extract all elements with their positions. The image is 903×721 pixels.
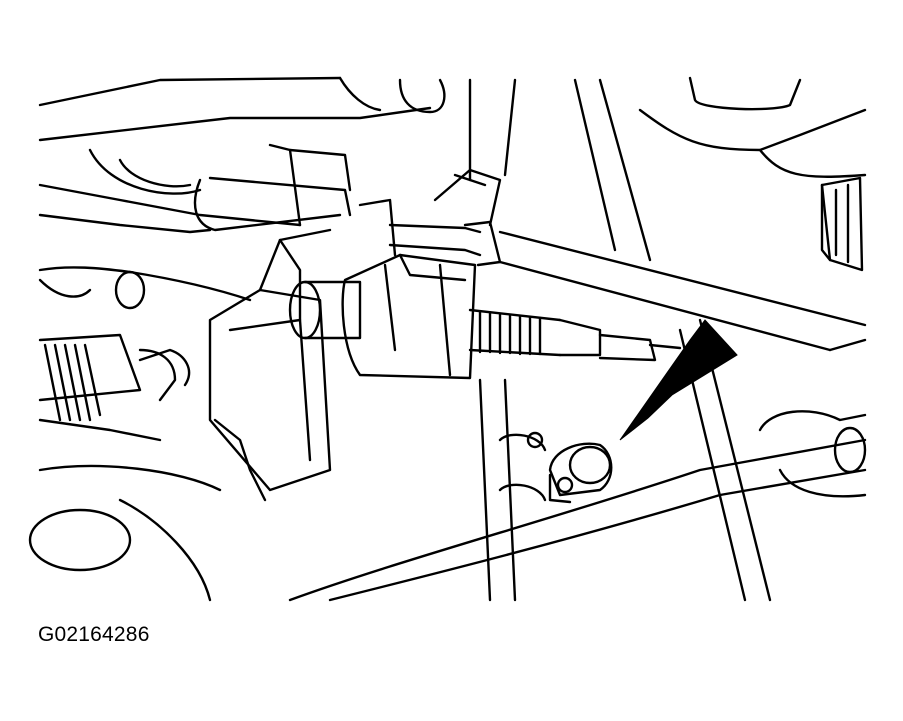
upper-housing	[38, 76, 867, 262]
right-connector	[820, 176, 864, 272]
switch-bracket	[208, 228, 332, 502]
spring-assembly	[28, 333, 222, 602]
hydraulic-line	[358, 168, 867, 352]
hose-clamp	[526, 431, 613, 504]
master-cylinder	[288, 253, 477, 380]
reservoir-tube	[478, 378, 547, 602]
gear-housing	[758, 410, 867, 498]
lower-tube	[288, 318, 867, 602]
figure-id-label: G02164286	[38, 623, 150, 646]
pedal-bracket	[38, 143, 352, 234]
threaded-shaft	[468, 308, 682, 362]
wiring-harness	[38, 266, 252, 387]
callout-arrow	[619, 319, 738, 441]
